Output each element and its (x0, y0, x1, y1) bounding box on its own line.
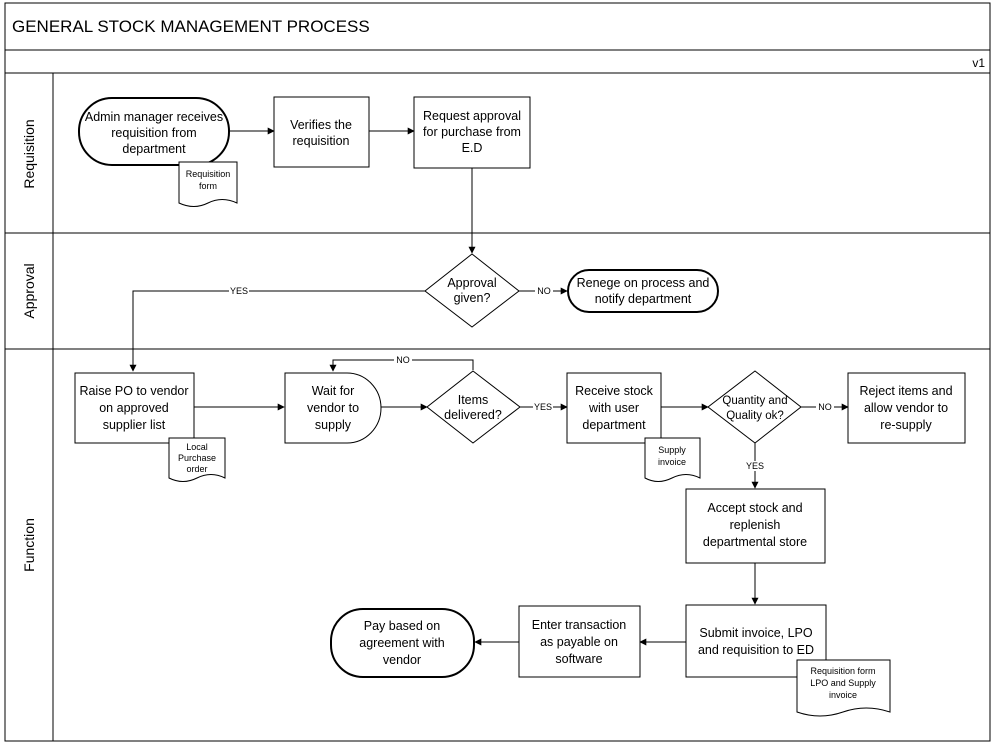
node-items-delivered: Items delivered? (426, 370, 521, 444)
doc-supply-invoice: Supply invoice (644, 437, 701, 482)
svg-text:form: form (199, 181, 217, 191)
svg-text:allow vendor to: allow vendor to (864, 401, 948, 415)
svg-text:Raise PO to vendor: Raise PO to vendor (79, 384, 188, 398)
node-quantity-quality: Quantity and Quality ok? (707, 370, 802, 444)
svg-text:Accept stock and: Accept stock and (707, 501, 802, 515)
node-verifies-requisition: Verifies the requisition (273, 96, 370, 168)
node-enter-transaction: Enter transaction as payable on software (518, 605, 641, 678)
svg-text:Enter transaction: Enter transaction (532, 618, 627, 632)
edge-approval-yes (129, 290, 425, 372)
edge-labels: YES NO NO YES NO YES (229, 286, 834, 471)
svg-text:E.D: E.D (462, 141, 483, 155)
svg-text:Request approval: Request approval (423, 109, 521, 123)
doc-local-purchase-order: Local Purchase order (168, 437, 226, 482)
svg-text:Admin manager receives: Admin manager receives (85, 110, 223, 124)
svg-text:Requisition: Requisition (186, 169, 231, 179)
doc-requisition-lpo-invoice: Requisition form LPO and Supply invoice (796, 659, 891, 717)
label-quality-no: NO (818, 402, 832, 412)
svg-text:order: order (186, 464, 207, 474)
node-accept-stock: Accept stock and replenish departmental … (685, 488, 826, 564)
svg-text:Reject items and: Reject items and (859, 384, 952, 398)
node-renege: Renege on process and notify department (567, 269, 719, 313)
node-raise-po: Raise PO to vendor on approved supplier … (74, 372, 195, 444)
lane-label-approval: Approval (21, 263, 37, 318)
diagram-title: GENERAL STOCK MANAGEMENT PROCESS (12, 17, 370, 36)
svg-text:with user: with user (588, 401, 639, 415)
svg-text:on approved: on approved (99, 401, 169, 415)
svg-text:vendor: vendor (383, 653, 421, 667)
svg-text:Pay based on: Pay based on (364, 619, 440, 633)
svg-text:agreement with: agreement with (359, 636, 445, 650)
node-request-approval: Request approval for purchase from E.D (413, 96, 531, 169)
svg-text:Verifies the: Verifies the (290, 118, 352, 132)
svg-text:supply: supply (315, 418, 352, 432)
label-approval-no: NO (537, 286, 551, 296)
node-submit-invoice: Submit invoice, LPO and requisition to E… (685, 604, 827, 678)
node-pay-vendor: Pay based on agreement with vendor (330, 608, 475, 678)
svg-text:Approval: Approval (447, 276, 496, 290)
label-delivered-yes: YES (534, 402, 552, 412)
svg-text:department: department (122, 142, 186, 156)
svg-text:given?: given? (454, 291, 491, 305)
label-quality-yes: YES (746, 461, 764, 471)
svg-text:Quantity and: Quantity and (722, 395, 787, 407)
svg-text:Quality ok?: Quality ok? (726, 410, 784, 422)
svg-text:department: department (582, 418, 646, 432)
svg-text:invoice: invoice (658, 457, 686, 467)
svg-text:replenish: replenish (730, 518, 781, 532)
lane-label-requisition: Requisition (21, 119, 37, 188)
svg-text:delivered?: delivered? (444, 408, 502, 422)
svg-text:vendor to: vendor to (307, 401, 359, 415)
svg-text:requisition from: requisition from (111, 126, 196, 140)
node-wait-for-vendor: Wait for vendor to supply (284, 372, 382, 444)
node-approval-given: Approval given? (424, 253, 520, 328)
svg-text:Items: Items (458, 393, 489, 407)
svg-text:Supply: Supply (658, 445, 686, 455)
svg-text:Purchase: Purchase (178, 453, 216, 463)
lane-label-function: Function (21, 518, 37, 572)
svg-text:as payable on: as payable on (540, 635, 618, 649)
svg-text:re-supply: re-supply (880, 418, 932, 432)
svg-text:and requisition to ED: and requisition to ED (698, 643, 814, 657)
svg-text:notify department: notify department (595, 292, 692, 306)
doc-requisition-form: Requisition form (178, 161, 238, 207)
svg-text:departmental store: departmental store (703, 535, 807, 549)
svg-text:software: software (555, 652, 602, 666)
svg-text:Renege on process and: Renege on process and (577, 276, 710, 290)
label-delivered-no: NO (396, 355, 410, 365)
svg-text:Requisition form: Requisition form (810, 666, 875, 676)
svg-text:Receive stock: Receive stock (575, 384, 654, 398)
svg-text:Local: Local (186, 442, 208, 452)
version-label: v1 (972, 56, 985, 70)
svg-text:Submit invoice, LPO: Submit invoice, LPO (699, 626, 813, 640)
node-receive-stock: Receive stock with user department (566, 372, 662, 444)
diagram-frame (4, 2, 991, 742)
svg-text:requisition: requisition (293, 134, 350, 148)
svg-text:invoice: invoice (829, 690, 857, 700)
svg-text:LPO and Supply: LPO and Supply (810, 678, 876, 688)
label-approval-yes: YES (230, 286, 248, 296)
svg-text:supplier list: supplier list (103, 418, 166, 432)
svg-text:for purchase from: for purchase from (423, 125, 521, 139)
node-reject-items: Reject items and allow vendor to re-supp… (847, 372, 966, 444)
node-admin-receives: Admin manager receives requisition from … (78, 97, 230, 166)
svg-text:Wait for: Wait for (312, 384, 355, 398)
